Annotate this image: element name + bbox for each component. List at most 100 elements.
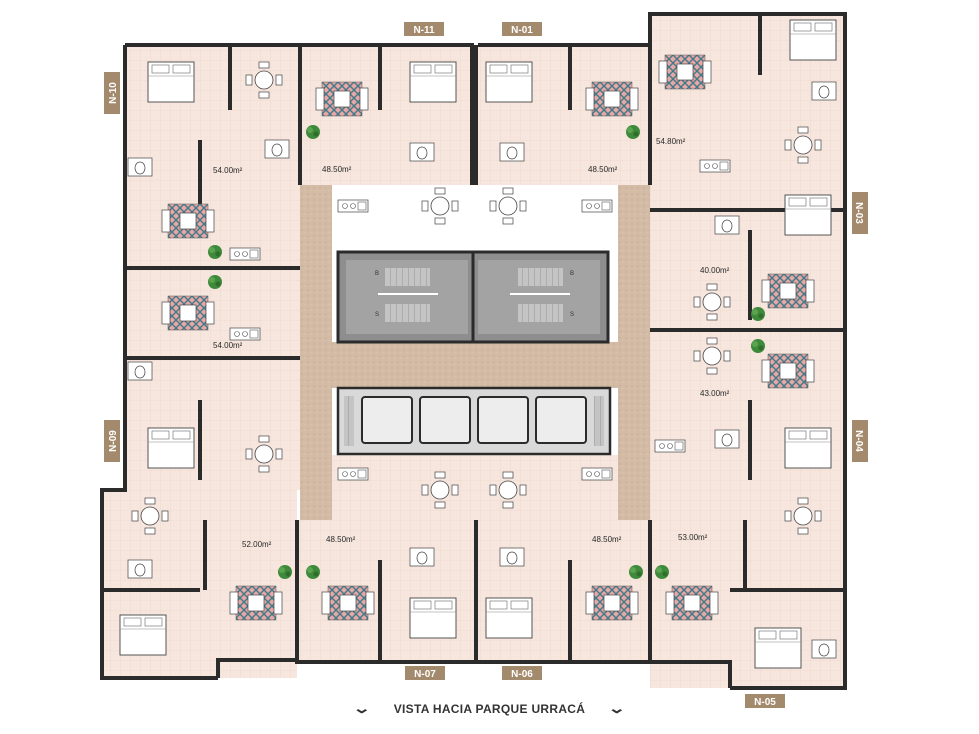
kitchen-counter xyxy=(581,467,613,481)
bed-icon xyxy=(754,627,802,669)
area-label-n10: 54.00m² xyxy=(213,166,243,175)
kitchen-counter xyxy=(654,439,686,453)
area-label-n04: 43.00m² xyxy=(700,389,730,398)
sofa-icon xyxy=(761,353,815,389)
kitchen-counter xyxy=(699,159,731,173)
kitchen-counter xyxy=(229,247,261,261)
bed-icon xyxy=(409,61,457,103)
bed-icon xyxy=(409,597,457,639)
unit-tag-n01: N-01 xyxy=(502,22,542,36)
sofa-icon xyxy=(585,81,639,117)
area-label-n06: 48.50m² xyxy=(592,535,622,544)
bed-icon xyxy=(789,19,837,61)
unit-tags: N-11 N-01 N-10 N-03 N-09 N-04 N- xyxy=(104,22,868,708)
area-label-n07: 48.50m² xyxy=(326,535,356,544)
sofa-icon xyxy=(315,81,369,117)
stair-icon xyxy=(385,268,430,286)
elevator-icon xyxy=(535,396,587,444)
table-icon xyxy=(489,187,527,225)
stair-marker: S xyxy=(570,312,574,318)
svg-text:N-09: N-09 xyxy=(108,430,119,452)
plant-icon xyxy=(306,125,320,139)
toilet-icon xyxy=(714,429,740,449)
plant-icon xyxy=(629,565,643,579)
toilet-icon xyxy=(811,81,837,101)
table-icon xyxy=(421,187,459,225)
stair-icon xyxy=(385,304,430,322)
stair-icon xyxy=(518,268,563,286)
elevator-icon xyxy=(361,396,413,444)
caption-text: VISTA HACIA PARQUE URRACÁ xyxy=(393,702,586,716)
toilet-icon xyxy=(499,547,525,567)
svg-text:N-03: N-03 xyxy=(853,202,864,224)
unit-tag-n04: N-04 xyxy=(852,420,868,462)
bed-icon xyxy=(147,427,195,469)
unit-tag-n07: N-07 xyxy=(405,666,445,680)
bed-icon xyxy=(784,427,832,469)
toilet-icon xyxy=(714,215,740,235)
elevator-icon xyxy=(419,396,471,444)
unit-tag-n09: N-09 xyxy=(104,420,120,462)
area-label-n05: 53.00m² xyxy=(678,533,708,542)
area-label-n08: 52.00m² xyxy=(242,540,272,549)
chevron-down-icon: ⌄ xyxy=(352,700,372,716)
elevator-bank xyxy=(336,386,612,456)
plant-icon xyxy=(655,565,669,579)
toilet-icon xyxy=(127,559,153,579)
plant-icon xyxy=(306,565,320,579)
plant-icon xyxy=(278,565,292,579)
stair-marker: S xyxy=(375,312,379,318)
toilet-icon xyxy=(409,142,435,162)
svg-text:N-10: N-10 xyxy=(108,82,119,104)
stair-marker: B xyxy=(375,271,379,277)
kitchen-counter xyxy=(337,199,369,213)
area-label-n03: 40.00m² xyxy=(700,266,730,275)
kitchen-counter xyxy=(229,327,261,341)
toilet-icon xyxy=(264,139,290,159)
bed-icon xyxy=(147,61,195,103)
sofa-icon xyxy=(229,585,283,621)
kitchen-counter xyxy=(337,467,369,481)
svg-text:N-05: N-05 xyxy=(754,697,776,708)
view-caption: ⌄ VISTA HACIA PARQUE URRACÁ ⌄ xyxy=(0,700,979,717)
sofa-icon xyxy=(585,585,639,621)
sofa-icon xyxy=(161,295,215,331)
unit-tag-n05: N-05 xyxy=(745,694,785,708)
svg-text:N-06: N-06 xyxy=(511,669,533,680)
toilet-icon xyxy=(499,142,525,162)
area-label-n01: 48.50m² xyxy=(588,165,618,174)
sofa-icon xyxy=(761,273,815,309)
svg-text:N-04: N-04 xyxy=(853,430,864,452)
bed-icon xyxy=(119,614,167,656)
stair-marker: B xyxy=(570,271,574,277)
stair-icon xyxy=(518,304,563,322)
sofa-icon xyxy=(658,54,712,90)
toilet-icon xyxy=(127,157,153,177)
svg-text:N-07: N-07 xyxy=(414,669,436,680)
elevator-icon xyxy=(477,396,529,444)
bed-icon xyxy=(485,61,533,103)
area-label-n11: 48.50m² xyxy=(322,165,352,174)
plant-icon xyxy=(208,245,222,259)
stair-core: B S B S xyxy=(336,250,610,344)
plant-icon xyxy=(208,275,222,289)
unit-tag-n03: N-03 xyxy=(852,192,868,234)
svg-text:N-11: N-11 xyxy=(413,25,435,36)
svg-text:N-01: N-01 xyxy=(511,25,533,36)
bed-icon xyxy=(784,194,832,236)
walls xyxy=(100,12,847,690)
area-labels: 48.50m² 48.50m² 54.00m² 54.80m² 40.00m² … xyxy=(213,137,730,549)
chevron-down-icon: ⌄ xyxy=(607,700,627,716)
area-label-n09: 54.00m² xyxy=(213,341,243,350)
sofa-icon xyxy=(321,585,375,621)
toilet-icon xyxy=(811,639,837,659)
toilet-icon xyxy=(409,547,435,567)
sofa-icon xyxy=(161,203,215,239)
toilet-icon xyxy=(127,361,153,381)
plant-icon xyxy=(751,307,765,321)
bed-icon xyxy=(485,597,533,639)
sofa-icon xyxy=(665,585,719,621)
unit-tag-n10: N-10 xyxy=(104,72,120,114)
plant-icon xyxy=(751,339,765,353)
